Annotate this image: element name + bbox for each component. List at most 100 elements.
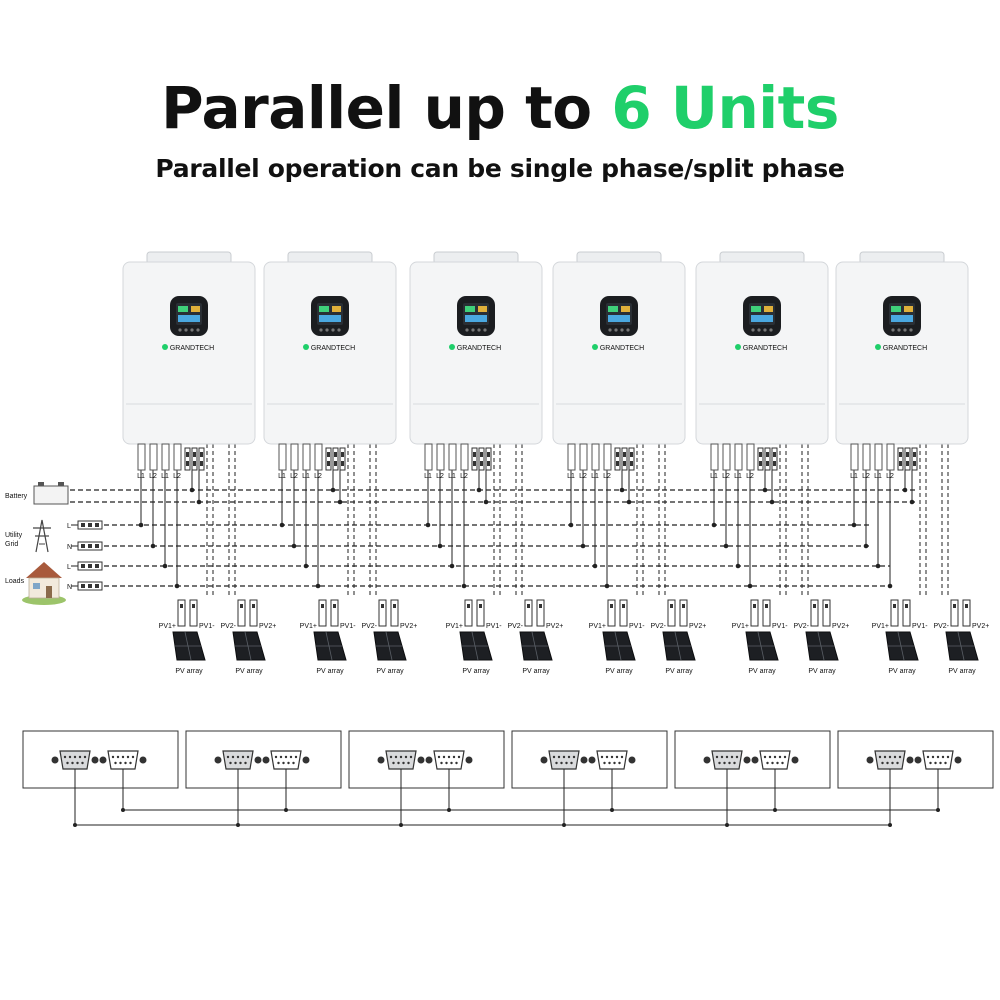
junction-dot <box>580 543 586 549</box>
junction-dot <box>619 487 625 493</box>
door <box>46 586 52 598</box>
port-pin <box>241 755 245 759</box>
inverter-body <box>122 261 256 445</box>
fuse-mark <box>630 452 633 457</box>
pv-array-label: PV array <box>316 668 344 675</box>
pv1-minus-label: PV1- <box>772 623 788 630</box>
inverter-body <box>835 261 969 445</box>
pv-array-label: PV array <box>948 668 976 675</box>
pv1-minus-label: PV1- <box>199 623 215 630</box>
port-pin <box>600 755 604 759</box>
battery-body <box>33 485 69 505</box>
port-shell <box>222 750 254 770</box>
fuse-mark <box>334 452 337 457</box>
connector-mark <box>393 604 396 608</box>
port-pin <box>883 755 887 759</box>
terminal-label: L1 <box>424 473 432 480</box>
lcd-segment <box>608 306 618 312</box>
pv1-minus-label: PV1- <box>340 623 356 630</box>
pv-connector <box>177 599 186 627</box>
junction-dot <box>437 543 443 549</box>
port-screw <box>914 756 922 764</box>
fuse-mark <box>341 452 344 457</box>
ac-terminal <box>850 443 859 471</box>
pv-connector <box>679 599 688 627</box>
port-pin <box>766 761 769 765</box>
port-pin <box>450 761 453 765</box>
terminal-label: L2 <box>603 473 611 480</box>
fuse-block <box>757 447 764 471</box>
port-pin <box>944 761 947 765</box>
brand-name: GRANDTECH <box>457 345 501 352</box>
pv1-minus-label: PV1- <box>912 623 928 630</box>
port-pin <box>279 755 283 759</box>
port-pin <box>898 755 902 759</box>
button-dot <box>319 328 323 332</box>
lcd-segment <box>178 315 200 322</box>
port-pin <box>613 761 616 765</box>
port-pin <box>768 755 772 759</box>
port-shell <box>874 750 906 770</box>
terminal-label: L2 <box>862 473 870 480</box>
window <box>33 583 40 589</box>
fuse-mark <box>906 461 909 466</box>
port-pin <box>121 755 125 759</box>
ac-terminal <box>862 443 871 471</box>
port-pin <box>239 761 242 765</box>
junction-dot <box>723 543 729 549</box>
brand-name: GRANDTECH <box>743 345 787 352</box>
port-pin <box>447 755 451 759</box>
junction-dot <box>875 563 881 569</box>
port-pin <box>81 761 84 765</box>
junction-dot <box>626 499 632 505</box>
lcd-segment <box>751 315 773 322</box>
pv2-minus-label: PV2- <box>793 623 809 630</box>
port-pin <box>725 755 729 759</box>
port-pin <box>893 755 897 759</box>
junction-dot <box>315 583 321 589</box>
fuse-block <box>191 447 198 471</box>
solar-panel-icon <box>519 631 553 661</box>
db9-port-icon <box>214 750 262 770</box>
pv-connector <box>810 599 819 627</box>
port-pin <box>603 761 606 765</box>
junction-dot <box>909 499 915 505</box>
junction-dot <box>769 499 775 505</box>
ac-terminal <box>567 443 576 471</box>
port-screw <box>99 756 107 764</box>
pv-array-label: PV array <box>748 668 776 675</box>
port-pin <box>929 761 932 765</box>
fuse-mark <box>341 461 344 466</box>
port-pin <box>440 761 443 765</box>
port-pin <box>936 755 940 759</box>
junction-dot <box>568 522 574 528</box>
port-pin <box>572 755 576 759</box>
page-subtitle: Parallel operation can be single phase/s… <box>155 154 845 183</box>
button-dot <box>897 328 901 332</box>
breaker-pole <box>95 544 99 548</box>
port-screw <box>588 756 596 764</box>
pv-connector <box>607 599 616 627</box>
fuse-mark <box>200 461 203 466</box>
junction-dot <box>279 522 285 528</box>
fuse-block <box>628 447 635 471</box>
comm-box <box>837 730 994 789</box>
port-pin <box>620 755 624 759</box>
db9-port-icon <box>99 750 147 770</box>
ac-terminal <box>460 443 469 471</box>
port-screw <box>254 756 262 764</box>
port-pin <box>409 755 413 759</box>
connector-mark <box>825 604 828 608</box>
roof <box>26 562 62 578</box>
fuse-mark <box>913 461 916 466</box>
fuse-mark <box>327 452 330 457</box>
pv-array-label: PV array <box>808 668 836 675</box>
connector-mark <box>479 604 482 608</box>
terminal-label: L1 <box>850 473 858 480</box>
port-pin <box>723 761 726 765</box>
junction-dot <box>291 543 297 549</box>
port-pin <box>555 761 558 765</box>
junction-dot <box>196 499 202 505</box>
pv1-plus-label: PV1+ <box>446 623 463 630</box>
